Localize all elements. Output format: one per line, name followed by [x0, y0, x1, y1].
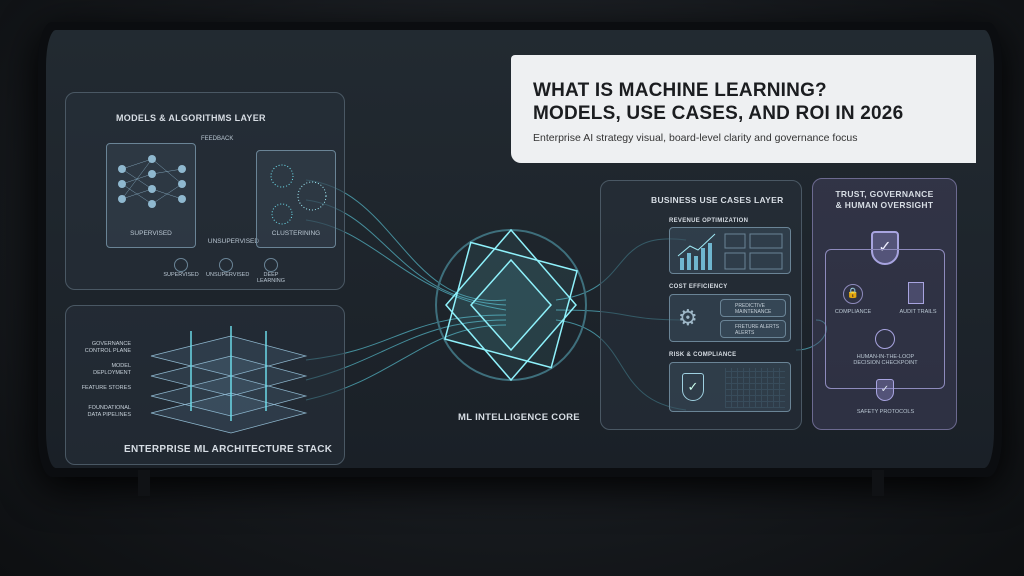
- icon-label: SUPERVISED: [163, 272, 199, 278]
- person-icon: [875, 329, 895, 349]
- revenue-label: REVENUE OPTIMIZATION: [669, 218, 749, 224]
- safety-shield-icon: ✓: [876, 379, 894, 401]
- predictive-maintenance-item: PREDICTIVE MAINTENANCE: [720, 299, 786, 317]
- supervised-box: SUPERVISED: [106, 143, 196, 248]
- layer-label: MODEL DEPLOYMENT: [93, 363, 131, 376]
- tv-stand-left: [138, 470, 150, 496]
- risk-heatmap-grid: [725, 368, 785, 408]
- title-line-1: WHAT IS MACHINE LEARNING?: [533, 80, 827, 101]
- title-line-2: MODELS, USE CASES, AND ROI IN 2026: [533, 103, 904, 124]
- deep-learning-item: DEEP LEARNING: [251, 258, 291, 284]
- core-label: ML INTELLIGENCE CORE: [458, 412, 580, 423]
- compliance-label: COMPLIANCE: [834, 309, 872, 315]
- hitl-label: HUMAN-IN-THE-LOOP DECISION CHECKPOINT: [853, 354, 918, 366]
- clustering-label: CLUSTERINING: [271, 230, 321, 237]
- cost-card: ⚙ PREDICTIVE MAINTENANCE FRETURE ALERTS …: [669, 294, 791, 342]
- trust-shield-icon: ✓: [871, 231, 899, 265]
- shield-check-icon: ✓: [682, 373, 704, 401]
- trust-title-line-1: TRUST, GOVERNANCE: [835, 189, 934, 199]
- tv-stand-right: [872, 470, 884, 496]
- lock-icon: 🔒: [843, 284, 863, 304]
- supervised-label: SUPERVISED: [130, 230, 172, 237]
- cluster-icon: [270, 164, 327, 225]
- safety-label: SAFETY PROTOCOLS: [856, 409, 915, 415]
- unsupervised-label: UNSUPERVISED: [207, 238, 260, 245]
- tv-screen: WHAT IS MACHINE LEARNING?MODELS, USE CAS…: [46, 30, 994, 468]
- trust-panel: TRUST, GOVERNANCE& HUMAN OVERSIGHT ✓ 🔒 C…: [812, 178, 957, 430]
- ml-core-star-icon: [435, 228, 587, 382]
- scatter-icon: [219, 258, 233, 272]
- title-card: WHAT IS MACHINE LEARNING?MODELS, USE CAS…: [511, 55, 976, 163]
- gears-icon: ⚙: [678, 305, 698, 330]
- architecture-title: ENTERPRISE ML ARCHITECTURE STACK: [124, 444, 333, 455]
- icon-label: UNSUPERVISED: [206, 272, 250, 278]
- models-algorithms-panel: MODELS & ALGORITHMS LAYER FEEDBACK SUPER…: [65, 92, 345, 290]
- risk-label: RISK & COMPLIANCE: [669, 352, 737, 358]
- unsupervised-item: UNSUPERVISED: [206, 258, 250, 284]
- cost-label: COST EFFICIENCY: [669, 284, 728, 290]
- layer-label: FOUNDATIONAL DATA PIPELINES: [87, 405, 131, 418]
- graduation-cap-icon: [174, 258, 188, 272]
- revenue-chart-card: [669, 227, 791, 274]
- risk-card: ✓: [669, 362, 791, 412]
- stack-illustration: [150, 326, 308, 434]
- alerts-item: FRETURE ALERTS ALERTS: [720, 320, 786, 338]
- brain-icon: [264, 258, 278, 272]
- model-type-icons: SUPERVISED UNSUPERVISED DEEP LEARNING: [161, 258, 291, 284]
- document-icon: [908, 282, 924, 304]
- growth-chart-icon: [677, 233, 783, 270]
- governance-loop: [825, 249, 945, 389]
- supervised-item: SUPERVISED: [161, 258, 201, 284]
- architecture-panel: GOVERNANCE CONTROL PLANE MODEL DEPLOYMEN…: [65, 305, 345, 465]
- layer-labels: GOVERNANCE CONTROL PLANE MODEL DEPLOYMEN…: [76, 341, 131, 419]
- clustering-box: CLUSTERINING: [256, 150, 336, 248]
- trust-title: TRUST, GOVERNANCE& HUMAN OVERSIGHT: [813, 189, 956, 211]
- layer-label: GOVERNANCE CONTROL PLANE: [84, 341, 131, 354]
- business-title: BUSINESS USE CASES LAYER: [651, 195, 784, 205]
- neural-network-icon: [118, 155, 186, 208]
- audit-label: AUDIT TRAILS: [899, 309, 937, 315]
- layer-label: FEATURE STORES: [81, 385, 131, 391]
- icon-label: DEEP LEARNING: [256, 272, 286, 284]
- subtitle: Enterprise AI strategy visual, board-lev…: [533, 132, 858, 144]
- feedback-label: FEEDBACK: [201, 136, 234, 142]
- models-layer-title: MODELS & ALGORITHMS LAYER: [116, 113, 266, 123]
- business-panel: BUSINESS USE CASES LAYER REVENUE OPTIMIZ…: [600, 180, 802, 430]
- trust-title-line-2: & HUMAN OVERSIGHT: [835, 200, 934, 210]
